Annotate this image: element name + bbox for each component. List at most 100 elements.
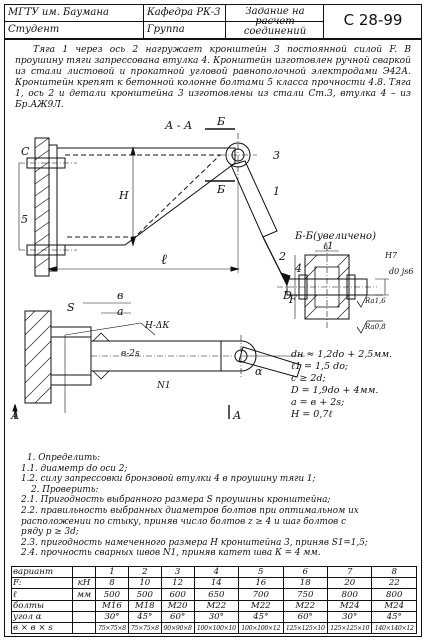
- table-cell: М16: [95, 600, 129, 612]
- angle-label: α: [255, 365, 263, 378]
- question-line: расположении по стыку, приняв число болт…: [21, 516, 347, 527]
- table-cell: М22: [282, 600, 328, 612]
- row-label: F:: [11, 577, 73, 589]
- table-cell: 500: [127, 588, 162, 601]
- dim-b-label: в: [117, 289, 124, 302]
- technical-drawing: [12, 128, 389, 419]
- assignment-title: Задание на расчет соединений: [243, 7, 307, 37]
- row-label: в × в × s: [11, 622, 73, 634]
- table-cell: 60°: [282, 611, 328, 623]
- table-cell: 800: [326, 588, 373, 601]
- table-cell: 8: [371, 566, 417, 578]
- dim-l1-label: ℓ1: [323, 241, 334, 252]
- table-cell: М24: [326, 600, 373, 612]
- parameter-list: dн ≈ 1,2dо + 2,5мм. ℓ1 = 1,5 dо; с ≥ 2d;…: [291, 349, 392, 421]
- question-line: 2.2. правильность выбранных диаметров бо…: [21, 505, 359, 516]
- table-cell: 600: [160, 588, 195, 601]
- angle-profile: [50, 326, 92, 386]
- table-cell: 75×75×8: [95, 622, 129, 634]
- table-cell: 45°: [371, 611, 417, 623]
- param-line: ℓ1 = 1,5 dо;: [291, 361, 349, 372]
- section-bb-label: Б-Б(увеличено): [295, 231, 376, 242]
- table-cell: 45°: [127, 611, 162, 623]
- table-cell: 4: [193, 566, 240, 578]
- question-line: 2.4. прочность сварных швов N1, приняв к…: [21, 548, 321, 559]
- question-line: 1. Определить:: [27, 453, 101, 463]
- assignment-code: С 28-99: [343, 11, 403, 29]
- param-line: Н = 0,7ℓ: [291, 409, 333, 420]
- row-label: болты: [11, 600, 73, 612]
- table-cell: 125×125×10: [326, 622, 373, 634]
- question-line: 2. Проверить:: [31, 484, 99, 495]
- row-unit: кН: [72, 577, 96, 589]
- table-cell: 1: [95, 566, 129, 578]
- question-line: 1.2. силу запрессовки бронзовой втулки 4…: [21, 474, 316, 485]
- table-cell: 650: [193, 588, 240, 601]
- detail-wall: [24, 310, 52, 404]
- question-line: 2.3. пригодность намеченного размера Н к…: [21, 537, 368, 548]
- dim-c-label: С: [21, 145, 30, 158]
- table-cell: 750: [282, 588, 328, 601]
- table-cell: 16: [238, 577, 284, 589]
- table-cell: 30°: [95, 611, 129, 623]
- section-aa-label: А - А: [165, 119, 193, 132]
- task-description: Тяга 1 через ось 2 нагружает кронштейн 3…: [15, 45, 411, 110]
- title-block: МГТУ им. Баумана Студент Кафедра РК-3 Гр…: [5, 5, 421, 40]
- table-cell: 140×140×12: [371, 622, 417, 634]
- bb-hatch: [304, 254, 350, 320]
- section-b-mark: Б: [217, 115, 226, 128]
- table-cell: 14: [193, 577, 240, 589]
- row-unit: [72, 611, 96, 623]
- row-label: ℓ: [11, 588, 73, 601]
- param-line: с ≥ 2d;: [291, 373, 326, 384]
- table-cell: 30°: [326, 611, 373, 623]
- table-cell: 5: [238, 566, 284, 578]
- force-label: F: [289, 293, 297, 306]
- table-cell: 2: [127, 566, 162, 578]
- table-cell: 30°: [193, 611, 240, 623]
- num-5-label: 5: [21, 213, 28, 226]
- table-cell: М22: [238, 600, 284, 612]
- table-cell: М18: [127, 600, 162, 612]
- table-cell: М22: [193, 600, 240, 612]
- section-a-left: А: [11, 409, 20, 422]
- department-field: Кафедра РК-3: [147, 7, 221, 18]
- dim-h-label: Н: [119, 189, 129, 202]
- table-cell: М20: [160, 600, 195, 612]
- num-4-label: 4: [295, 262, 302, 275]
- group-field: Группа: [147, 24, 185, 35]
- row-label: вариант: [11, 566, 73, 578]
- table-cell: 60°: [160, 611, 195, 623]
- dim-d0-label: d0 js6: [389, 267, 414, 276]
- table-cell: 700: [238, 588, 284, 601]
- table-cell: 3: [160, 566, 195, 578]
- roughness-1: Ra1,6: [365, 297, 386, 305]
- param-line: dн ≈ 1,2dо + 2,5мм.: [291, 349, 393, 360]
- row-unit: [72, 566, 96, 578]
- table-cell: 45°: [238, 611, 284, 623]
- row-unit: [72, 600, 96, 612]
- roughness-2: Ra0,8: [365, 323, 386, 331]
- num-3-label: 3: [273, 149, 280, 162]
- detail-lug: [220, 340, 257, 372]
- rod-tie: [230, 160, 278, 238]
- weld-n1-label: N1: [157, 381, 171, 391]
- question-line: 1.1. диаметр dо оси 2;: [21, 463, 128, 474]
- table-cell: 90×90×8: [160, 622, 195, 634]
- table-cell: 500: [95, 588, 129, 601]
- table-cell: 7: [326, 566, 373, 578]
- dim-b2s-label: в-2s: [121, 349, 140, 359]
- param-line: а = в + 2s;: [291, 397, 345, 408]
- dim-d-label: D: [283, 289, 292, 302]
- table-cell: 8: [95, 577, 129, 589]
- num-1-label: 1: [273, 185, 280, 198]
- num-2-label: 2: [279, 250, 286, 263]
- param-line: D = 1,9dо + 4мм.: [291, 385, 379, 396]
- table-cell: 125×125×10: [282, 622, 328, 634]
- section-a-right: А: [233, 409, 242, 422]
